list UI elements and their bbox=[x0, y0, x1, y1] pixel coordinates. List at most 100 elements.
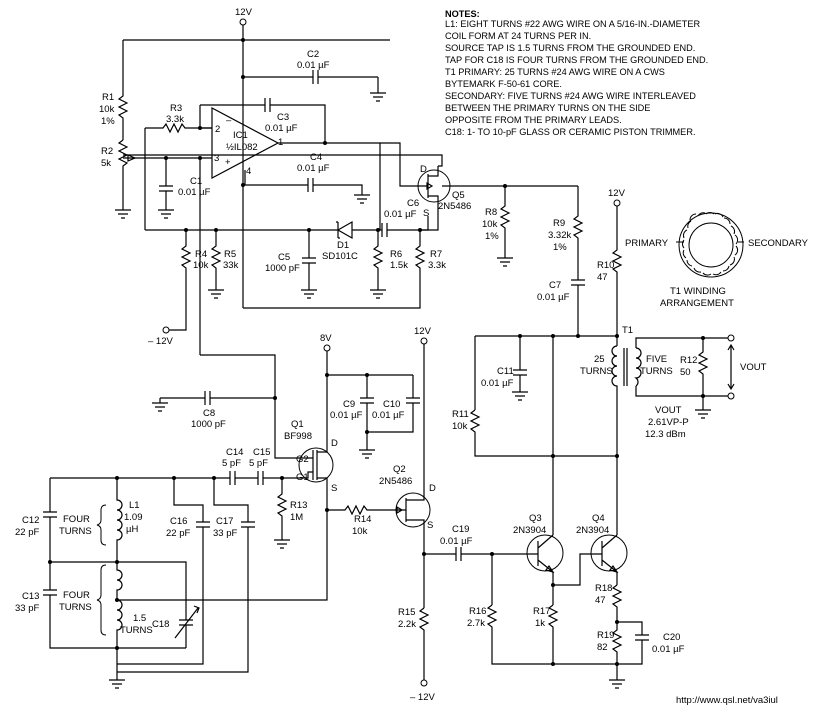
capacitor-c9: C9 0.01 µF bbox=[330, 375, 374, 432]
svg-text:10k: 10k bbox=[482, 219, 498, 230]
svg-text:T1 WINDING: T1 WINDING bbox=[670, 286, 726, 297]
svg-text:0.01 µF: 0.01 µF bbox=[652, 644, 685, 655]
svg-text:1%: 1% bbox=[553, 242, 567, 253]
svg-text:0.01 µF: 0.01 µF bbox=[297, 60, 330, 71]
svg-text:R18: R18 bbox=[595, 583, 612, 594]
svg-text:Q5: Q5 bbox=[452, 190, 465, 201]
svg-text:3.3k: 3.3k bbox=[428, 260, 446, 271]
svg-text:8V: 8V bbox=[320, 333, 332, 344]
svg-text:SECONDARY: SECONDARY bbox=[748, 238, 809, 249]
resistor-r1: R1 10k 1% bbox=[99, 40, 129, 140]
svg-text:0.01 µF: 0.01 µF bbox=[297, 163, 330, 174]
capacitor-c1: C1 0.01 µF bbox=[158, 158, 211, 219]
svg-text:12V: 12V bbox=[608, 188, 626, 199]
svg-text:C12: C12 bbox=[22, 515, 39, 526]
svg-text:Q2: Q2 bbox=[393, 464, 406, 475]
svg-text:C18: C18 bbox=[152, 619, 169, 630]
svg-text:25: 25 bbox=[594, 354, 605, 365]
svg-text:T1: T1 bbox=[622, 325, 633, 336]
svg-text:0.01 µF: 0.01 µF bbox=[372, 410, 405, 421]
resistor-r14: R14 10k bbox=[327, 504, 380, 537]
svg-text:R3: R3 bbox=[170, 103, 182, 114]
inductor-l1: L1 1.09 µH FOUR TURNS FOUR TURNS 1.5 TUR… bbox=[59, 478, 153, 648]
resistor-r17: R17 1k bbox=[533, 604, 559, 664]
resistor-r4: R4 10k bbox=[168, 230, 209, 331]
svg-text:S: S bbox=[423, 208, 429, 219]
capacitor-c2: C2 0.01 µF bbox=[243, 49, 378, 84]
svg-text:C11: C11 bbox=[497, 366, 514, 377]
svg-text:G1: G1 bbox=[296, 472, 309, 483]
bjt-q3: Q3 2N3904 bbox=[513, 513, 564, 574]
svg-text:0.01 µF: 0.01 µF bbox=[537, 292, 570, 303]
svg-text:22 pF: 22 pF bbox=[166, 528, 190, 539]
svg-text:3: 3 bbox=[214, 153, 219, 164]
supply-neg12v-bottom: – 12V bbox=[410, 679, 435, 703]
notes-block: NOTES: L1: EIGHT TURNS #22 AWG WIRE ON A… bbox=[445, 9, 708, 137]
svg-text:TURNS: TURNS bbox=[580, 366, 613, 377]
svg-text:5 pF: 5 pF bbox=[249, 458, 268, 469]
svg-text:1%: 1% bbox=[485, 231, 499, 242]
svg-text:R19: R19 bbox=[597, 630, 614, 641]
svg-text:1%: 1% bbox=[101, 116, 115, 127]
svg-text:S: S bbox=[427, 520, 433, 531]
svg-text:VOUT: VOUT bbox=[655, 405, 682, 416]
svg-text:S: S bbox=[331, 483, 337, 494]
svg-text:2.2k: 2.2k bbox=[398, 619, 416, 630]
capacitor-c17: C17 33 pF bbox=[117, 478, 255, 673]
svg-text:1000 pF: 1000 pF bbox=[191, 419, 226, 430]
svg-text:D1: D1 bbox=[337, 240, 349, 251]
svg-text:C8: C8 bbox=[203, 408, 215, 419]
supply-12v-q2: 12V bbox=[414, 326, 432, 345]
svg-text:FIVE: FIVE bbox=[646, 354, 667, 365]
capacitor-c10: C10 0.01 µF bbox=[367, 375, 420, 433]
svg-text:2.61VP-P: 2.61VP-P bbox=[648, 417, 689, 428]
svg-text:0.01 µF: 0.01 µF bbox=[481, 378, 514, 389]
svg-text:FOUR: FOUR bbox=[63, 590, 90, 601]
supply-12v-top: 12V bbox=[235, 7, 253, 26]
svg-text:R5: R5 bbox=[224, 249, 236, 260]
t1-winding-diagram: PRIMARY SECONDARY T1 WINDING ARRANGEMENT bbox=[625, 212, 809, 309]
svg-text:12V: 12V bbox=[414, 326, 432, 337]
svg-text:IC1: IC1 bbox=[233, 130, 248, 141]
svg-text:50: 50 bbox=[680, 367, 691, 378]
svg-text:R11: R11 bbox=[452, 409, 469, 420]
svg-text:10k: 10k bbox=[193, 260, 209, 271]
note-line: T1 PRIMARY: 25 TURNS #24 AWG WIRE ON A C… bbox=[445, 67, 665, 77]
svg-text:C6: C6 bbox=[407, 198, 419, 209]
svg-text:C15: C15 bbox=[253, 447, 270, 458]
svg-text:– 12V: – 12V bbox=[410, 692, 435, 703]
svg-text:C9: C9 bbox=[343, 399, 355, 410]
note-line: TAP FOR C18 IS FOUR TURNS FROM THE GROUN… bbox=[445, 55, 708, 65]
capacitor-c14: C14 5 pF bbox=[50, 447, 258, 485]
svg-text:22 pF: 22 pF bbox=[15, 527, 39, 538]
resistor-r5: R5 33k bbox=[208, 230, 239, 299]
svg-text:10k: 10k bbox=[452, 421, 468, 432]
trimmer-capacitor-c18: C18 bbox=[117, 561, 200, 649]
svg-text:82: 82 bbox=[597, 642, 608, 653]
svg-text:2.7k: 2.7k bbox=[467, 618, 485, 629]
svg-text:L1: L1 bbox=[129, 500, 140, 511]
svg-text:BF998: BF998 bbox=[284, 431, 312, 442]
svg-text:5k: 5k bbox=[101, 158, 111, 169]
svg-text:1.5k: 1.5k bbox=[390, 260, 408, 271]
svg-text:R9: R9 bbox=[553, 218, 565, 229]
svg-text:VOUT: VOUT bbox=[740, 362, 767, 373]
svg-text:2N5486: 2N5486 bbox=[379, 476, 412, 487]
svg-text:0.01 µF: 0.01 µF bbox=[384, 209, 417, 220]
svg-text:½IL082: ½IL082 bbox=[226, 142, 258, 153]
ground-symbol bbox=[115, 209, 131, 219]
output-terminals: VOUT bbox=[727, 334, 767, 400]
resistor-r12: R12 50 bbox=[680, 338, 709, 396]
svg-text:µH: µH bbox=[126, 524, 138, 535]
svg-text:R6: R6 bbox=[390, 249, 402, 260]
resistor-r3: R3 3.3k bbox=[145, 103, 212, 134]
svg-text:0.01 µF: 0.01 µF bbox=[178, 187, 211, 198]
svg-text:R7: R7 bbox=[430, 249, 442, 260]
svg-text:5 pF: 5 pF bbox=[222, 458, 241, 469]
svg-text:2: 2 bbox=[215, 124, 220, 135]
capacitor-c16: C16 22 pF bbox=[117, 478, 210, 665]
note-line: L1: EIGHT TURNS #22 AWG WIRE ON A 5/16-I… bbox=[445, 19, 700, 29]
svg-text:C2: C2 bbox=[307, 49, 319, 60]
resistor-r10: R10 47 bbox=[597, 206, 623, 336]
